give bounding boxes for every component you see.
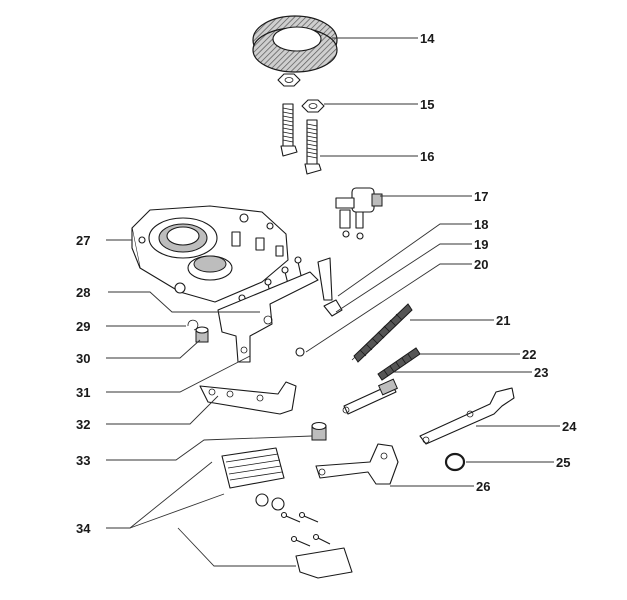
linkage-rod [342, 378, 399, 415]
throttle-plate [217, 271, 319, 363]
callout-16: 16 [420, 149, 434, 164]
callout-18: 18 [474, 217, 488, 232]
o-ring [444, 452, 466, 472]
callout-31: 31 [76, 385, 90, 400]
callout-21: 21 [496, 313, 510, 328]
callout-20: 20 [474, 257, 488, 272]
callout-25: 25 [556, 455, 570, 470]
callout-15: 15 [420, 97, 434, 112]
callout-23: 23 [534, 365, 548, 380]
callout-32: 32 [76, 417, 90, 432]
callout-27: 27 [76, 233, 90, 248]
threaded-studs [280, 103, 322, 175]
callout-24: 24 [562, 419, 577, 434]
valve-fitting [335, 187, 383, 240]
callout-26: 26 [476, 479, 490, 494]
large-spring [351, 303, 413, 363]
hex-nuts [277, 73, 325, 113]
callout-labels: 14 15 16 17 18 19 20 21 22 23 24 25 26 2… [76, 31, 577, 536]
throttle-lever [199, 381, 297, 415]
carburetor-body [131, 205, 289, 303]
callout-30: 30 [76, 351, 90, 366]
callout-28: 28 [76, 285, 90, 300]
small-spring [377, 347, 421, 381]
callout-22: 22 [522, 347, 536, 362]
callout-17: 17 [474, 189, 488, 204]
sleeve [311, 421, 327, 441]
bushing [195, 326, 209, 343]
callout-29: 29 [76, 319, 90, 334]
callout-19: 19 [474, 237, 488, 252]
small-fitting [323, 299, 343, 317]
hook-lever [419, 387, 515, 445]
callout-33: 33 [76, 453, 90, 468]
gasket-kit [221, 447, 353, 579]
air-filter-ring [252, 15, 338, 73]
lever-arm [315, 443, 399, 485]
small-o-ring [295, 347, 305, 357]
leader-lines [106, 37, 560, 567]
callout-14: 14 [420, 31, 435, 46]
callout-34: 34 [76, 521, 91, 536]
